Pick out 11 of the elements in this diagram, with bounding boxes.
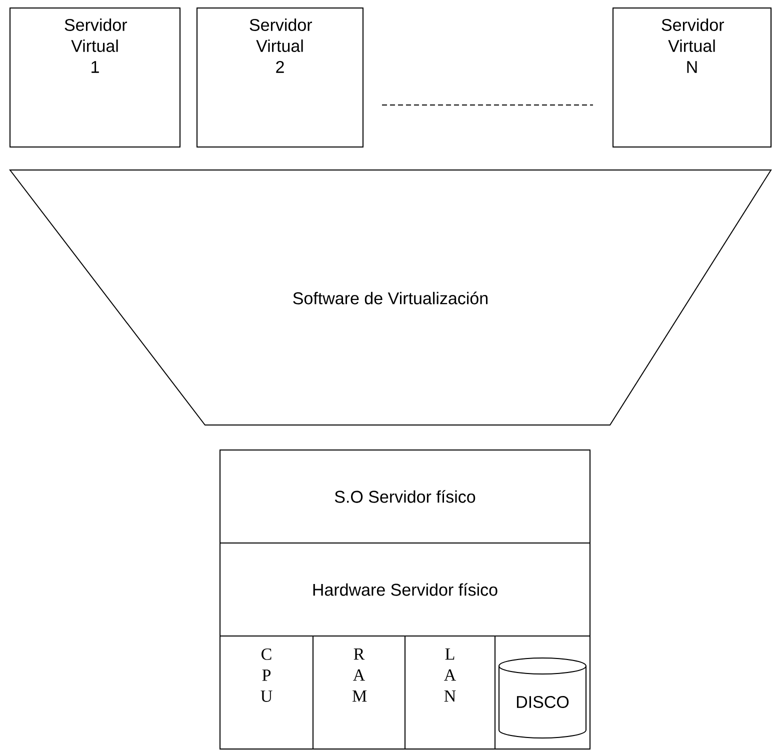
disk-cylinder: DISCO <box>498 658 586 738</box>
layer-box: S.O Servidor físico <box>220 450 590 544</box>
component-cell: L A N <box>404 636 496 750</box>
component-cell: C P U <box>220 636 314 750</box>
component-cell: R A M <box>312 636 406 750</box>
server-box: Servidor Virtual 1 <box>10 8 180 148</box>
node-label: DISCO <box>516 696 569 708</box>
server-box: Servidor Virtual N <box>612 8 772 148</box>
layer-box: Hardware Servidor físico <box>220 542 590 636</box>
disk-cell <box>494 636 590 750</box>
server-box: Servidor Virtual 2 <box>196 8 364 148</box>
